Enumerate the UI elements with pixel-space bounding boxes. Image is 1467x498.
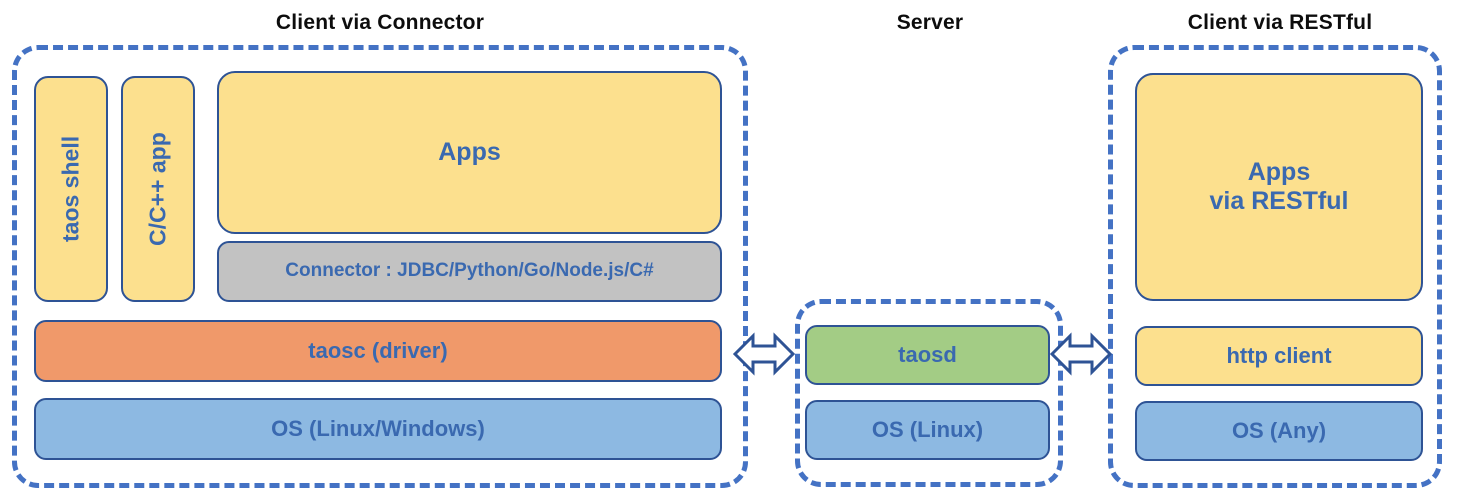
apps-line-2: via RESTful — [1209, 187, 1349, 215]
box-os-linux-windows: OS (Linux/Windows) — [34, 398, 722, 460]
box-apps-via-restful: Apps via RESTful — [1135, 73, 1423, 301]
group-client-via-restful — [1108, 45, 1442, 488]
section-title-client-via-connector: Client via Connector — [275, 11, 485, 34]
box-taosc-driver: taosc (driver) — [34, 320, 722, 382]
box-taos-shell: taos shell — [34, 76, 108, 302]
box-c-cpp-app: C/C++ app — [121, 76, 195, 302]
box-apps-connector: Apps — [217, 71, 722, 234]
bidirectional-arrow-icon-server-to-restful — [1050, 325, 1112, 383]
group-client-via-connector — [12, 45, 748, 488]
box-connector-libraries: Connector : JDBC/Python/Go/Node.js/C# — [217, 241, 722, 302]
box-os-linux: OS (Linux) — [805, 400, 1050, 460]
section-title-server: Server — [896, 11, 964, 34]
box-http-client: http client — [1135, 326, 1423, 386]
box-apps-via-restful-text: Apps via RESTful — [1210, 158, 1349, 217]
apps-line-1: Apps — [1247, 157, 1311, 186]
group-server — [795, 299, 1063, 487]
box-taosd: taosd — [805, 325, 1050, 385]
bidirectional-arrow-icon-client-to-server — [733, 325, 795, 383]
section-title-client-via-restful: Client via RESTful — [1187, 11, 1373, 34]
box-os-any: OS (Any) — [1135, 401, 1423, 461]
